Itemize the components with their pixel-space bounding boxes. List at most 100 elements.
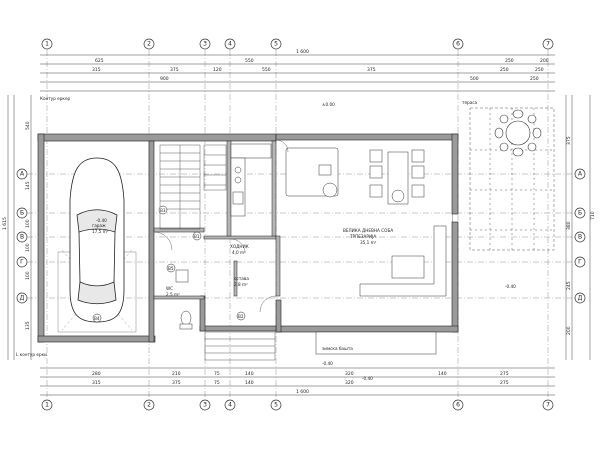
row-label-b-r: Б — [578, 210, 582, 217]
wc-area: 2,5 m² — [166, 292, 180, 297]
door-markers — [158, 205, 246, 321]
dim-top-1-3: 200 — [540, 58, 549, 64]
dim-bot-2-2: 75 — [214, 380, 220, 386]
dimension-lines-bottom — [40, 367, 555, 396]
axis-bubbles-rows — [16, 168, 586, 304]
dim-left-4: 100 — [25, 271, 31, 280]
axis-label-5b: 5 — [274, 402, 278, 409]
dim-bot-1-2: 75 — [214, 371, 220, 377]
axis-label-6: 6 — [456, 41, 460, 48]
dining-table — [369, 149, 425, 205]
row-label-b: Б — [20, 210, 24, 217]
axis-label-2: 2 — [147, 41, 151, 48]
dim-bot-1-1: 210 — [172, 371, 181, 377]
terrace-label: тераса — [462, 100, 478, 105]
living-area: 35,1 m² — [360, 240, 377, 245]
storage-name: остава — [234, 276, 249, 281]
hall-name: ХОДНИК — [230, 244, 249, 249]
outline-top-label: Контур еркер — [40, 96, 71, 101]
dim-right-3: 200 — [566, 326, 572, 335]
axis-label-1: 1 — [45, 41, 49, 48]
dim-bot-2-1: 375 — [172, 380, 181, 386]
door-swings — [153, 139, 454, 313]
axis-label-6b: 6 — [456, 402, 460, 409]
dim-bot-2-4: 320 — [345, 380, 354, 386]
dim-top-2-3: 550 — [262, 67, 271, 73]
car-icon — [69, 157, 125, 323]
dim-left-5: 135 — [25, 321, 31, 330]
door-code-b1: B1 — [194, 234, 200, 239]
dim-top-overall: 1 600 — [296, 49, 309, 55]
dim-top-1-0: 625 — [95, 58, 104, 64]
row-label-d-r: Д — [578, 295, 583, 302]
interior-walls — [153, 140, 281, 300]
axis-label-4b: 4 — [228, 402, 232, 409]
row-label-a-r: А — [578, 171, 583, 178]
terrace — [469, 107, 555, 251]
round-table — [494, 109, 542, 157]
wc-name: WC — [166, 286, 173, 291]
dimension-text-side: 1 615 540 145 100 100 100 135 710 375 38… — [2, 121, 596, 335]
dimension-text-top: 1 600 625 550 250 200 315 375 120 550 37… — [92, 49, 549, 82]
hall-area: 4,0 m² — [232, 250, 246, 255]
sofa — [359, 225, 447, 297]
dim-right-1: 380 — [566, 221, 572, 230]
axis-bubbles-bottom — [41, 399, 554, 411]
outline-bottom-label: L контур ерки — [16, 352, 47, 357]
dim-right-2: 245 — [566, 281, 572, 290]
axis-label-2b: 2 — [147, 402, 151, 409]
elevation-main: ±0.00 — [322, 102, 335, 107]
kitchen-counter — [230, 143, 272, 217]
axis-label-4: 4 — [228, 41, 232, 48]
dim-top-3-2: 250 — [530, 76, 539, 82]
dim-bottom-overall: 1 600 — [296, 389, 309, 395]
dim-top-1-1: 550 — [245, 58, 254, 64]
dim-top-2-1: 375 — [170, 67, 179, 73]
dimension-lines-side — [7, 95, 591, 360]
axis-label-1b: 1 — [45, 402, 49, 409]
axis-label-7: 7 — [546, 41, 550, 48]
storage-area: 2,8 m² — [234, 282, 248, 287]
dim-bot-1-5: 140 — [438, 371, 447, 377]
axis-label-5: 5 — [274, 41, 278, 48]
door-code-b3: B3 — [160, 208, 166, 213]
elevation-terrace: -0.40 — [505, 284, 516, 289]
row-label-g: Г — [20, 259, 24, 266]
dimension-lines-top — [40, 54, 555, 92]
axis-bubbles-top — [41, 38, 554, 50]
row-label-v-r: В — [578, 234, 582, 241]
dim-left-2: 100 — [25, 219, 31, 228]
dim-top-1-2: 250 — [505, 58, 514, 64]
row-label-a: А — [20, 171, 25, 178]
dim-left-1: 145 — [25, 181, 31, 190]
dim-top-2-5: 250 — [500, 67, 509, 73]
dim-bot-2-5: 275 — [500, 380, 509, 386]
dim-left-total: 1 615 — [2, 217, 8, 230]
dim-left-0: 540 — [25, 121, 31, 130]
door-code-b5: B5 — [168, 266, 174, 271]
dim-top-3-0: 900 — [160, 76, 169, 82]
axis-labels-bottom: 1 2 3 4 5 6 7 — [45, 402, 550, 409]
wintergarden-label: зимска башта — [322, 346, 353, 351]
dim-top-3-1: 500 — [470, 76, 479, 82]
exterior-walls — [37, 133, 459, 343]
living-name: ВЕЛИКА ДНЕВНА СОБА — [343, 228, 393, 233]
door-code-b2: B2 — [238, 314, 244, 319]
dim-top-2-0: 315 — [92, 67, 101, 73]
dim-bot-1-3: 140 — [245, 371, 254, 377]
axis-labels-top: 1 2 3 4 5 6 7 — [45, 41, 550, 48]
row-label-g-r: Г — [578, 259, 582, 266]
entrance-steps — [204, 331, 276, 361]
level-top: -0.40 — [322, 361, 333, 366]
dim-bot-2-0: 315 — [92, 380, 101, 386]
dim-top-2-4: 375 — [367, 67, 376, 73]
dim-top-2-2: 120 — [213, 67, 222, 73]
axis-label-3b: 3 — [203, 402, 207, 409]
row-label-v: В — [20, 234, 24, 241]
garage-marker — [92, 313, 102, 323]
kitchen-island — [285, 147, 339, 198]
dim-bot-1-4: 320 — [345, 371, 354, 377]
garage-name: гараж — [92, 223, 106, 228]
wc-fixtures — [175, 269, 193, 330]
